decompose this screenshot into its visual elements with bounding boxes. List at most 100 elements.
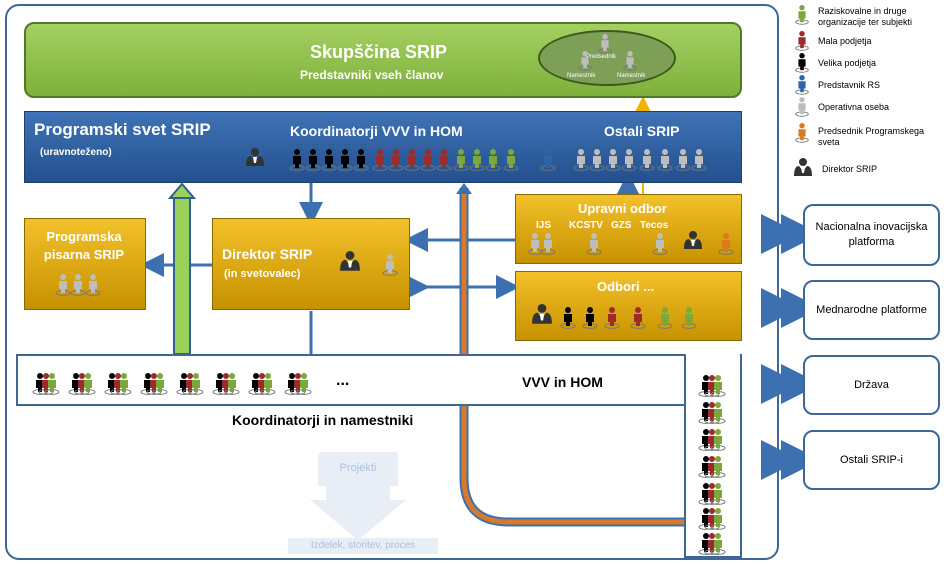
person-icon bbox=[639, 149, 655, 171]
program-office-title: Programska pisarna SRIP bbox=[43, 229, 125, 262]
legend-chair-icon bbox=[795, 123, 809, 143]
person-icon bbox=[691, 149, 707, 171]
person-icon bbox=[621, 149, 637, 171]
person-icon bbox=[305, 149, 321, 171]
oval-president-icon bbox=[598, 34, 612, 54]
director-box bbox=[212, 218, 410, 310]
director-icon bbox=[684, 231, 702, 249]
vvv-pipe-arrow bbox=[456, 183, 472, 194]
person-icon bbox=[560, 307, 576, 329]
legend-operative-icon bbox=[795, 97, 809, 117]
board-member-tecos: Tecos bbox=[640, 220, 669, 231]
person-icon bbox=[630, 307, 646, 329]
person-icon bbox=[710, 508, 726, 530]
committees-box bbox=[515, 271, 742, 341]
vvv-pipe bbox=[461, 188, 684, 525]
person-icon bbox=[152, 373, 168, 395]
program-council-title: Programski svet SRIP bbox=[34, 120, 211, 139]
person-icon bbox=[372, 149, 388, 171]
person-icon bbox=[420, 149, 436, 171]
coordinators-caption: Koordinatorji in namestniki bbox=[232, 412, 414, 428]
person-icon bbox=[116, 373, 132, 395]
person-icon bbox=[353, 149, 369, 171]
person-icon bbox=[260, 373, 276, 395]
assembly-subtitle: Predstavniki vseh članov bbox=[300, 68, 444, 82]
person-icon bbox=[70, 274, 86, 296]
person-icon bbox=[485, 149, 501, 171]
person-icon bbox=[469, 149, 485, 171]
person-icon bbox=[55, 274, 71, 296]
person-icon bbox=[503, 149, 519, 171]
program-council-other: Ostali SRIP bbox=[604, 123, 680, 139]
person-icon bbox=[188, 373, 204, 395]
person-icon bbox=[604, 307, 620, 329]
person-icon bbox=[586, 233, 602, 255]
person-icon bbox=[675, 149, 691, 171]
oval-deputy-icon bbox=[623, 51, 637, 71]
oval-president-label: Predsednik bbox=[586, 54, 617, 60]
legend-rs-icon bbox=[795, 75, 809, 95]
oval-deputy-icon bbox=[578, 51, 592, 71]
person-icon bbox=[710, 402, 726, 424]
legend-rs: Predstavnik RS bbox=[818, 80, 881, 90]
board-member-gzs: GZS bbox=[611, 220, 632, 231]
program-council-coordinators: Koordinatorji VVV in HOM bbox=[290, 123, 463, 139]
director-subtitle: (in svetovalec) bbox=[224, 268, 301, 280]
director-icon bbox=[246, 148, 264, 166]
person-icon bbox=[388, 149, 404, 171]
person-icon bbox=[573, 149, 589, 171]
oval-deputy-left-label: Namestnik bbox=[567, 73, 596, 79]
person-icon bbox=[710, 375, 726, 397]
green-arrow-head bbox=[167, 182, 197, 199]
right-box-other-srip: Ostali SRIP-i bbox=[803, 430, 940, 490]
assembly-title: Skupščina SRIP bbox=[310, 42, 448, 62]
person-icon bbox=[289, 149, 305, 171]
person-icon bbox=[605, 149, 621, 171]
result-label: Izdelek, storitev, proces bbox=[310, 540, 416, 551]
person-icon bbox=[527, 233, 543, 255]
leadership-oval bbox=[538, 30, 676, 86]
person-icon bbox=[80, 373, 96, 395]
person-icon bbox=[404, 149, 420, 171]
legend-research: Raziskovalne in druge organizacije ter s… bbox=[818, 6, 913, 27]
person-icon bbox=[718, 233, 734, 255]
committees-title: Odbori ... bbox=[597, 279, 655, 294]
person-icon bbox=[337, 149, 353, 171]
person-icon bbox=[710, 483, 726, 505]
legend-chair: Predsednik Programskega sveta bbox=[818, 126, 925, 147]
person-icon bbox=[681, 307, 697, 329]
director-icon bbox=[794, 158, 812, 176]
legend-small: Mala podjetja bbox=[818, 36, 872, 46]
person-icon bbox=[657, 149, 673, 171]
director-icon bbox=[340, 251, 360, 271]
legend-operative: Operativna oseba bbox=[818, 102, 890, 112]
person-icon bbox=[540, 149, 556, 171]
person-icon bbox=[296, 373, 312, 395]
director-title: Direktor SRIP bbox=[222, 246, 313, 262]
vvv-hom-label: VVV in HOM bbox=[522, 374, 603, 390]
person-icon bbox=[453, 149, 469, 171]
program-office-box bbox=[24, 218, 146, 310]
person-icon bbox=[657, 307, 673, 329]
person-icon bbox=[321, 149, 337, 171]
legend-large: Velika podjetja bbox=[818, 58, 877, 68]
right-box-state: Država bbox=[803, 355, 940, 415]
person-icon bbox=[652, 233, 668, 255]
legend-director: Direktor SRIP bbox=[822, 164, 878, 174]
board-box bbox=[515, 194, 742, 264]
person-icon bbox=[710, 456, 726, 478]
person-icon bbox=[589, 149, 605, 171]
projects-label: Projekti bbox=[339, 462, 377, 474]
board-member-ijs: IJS bbox=[536, 220, 552, 231]
director-icon bbox=[532, 304, 552, 324]
right-box-international-platforms: Mednarodne platforme bbox=[803, 280, 940, 340]
person-icon bbox=[382, 254, 398, 276]
program-council-box bbox=[24, 111, 742, 183]
person-icon bbox=[582, 307, 598, 329]
legend-small-icon bbox=[795, 31, 809, 51]
right-box-national-platform: Nacionalna inovacijska platforma bbox=[803, 204, 940, 266]
program-council-subtitle: (uravnoteženo) bbox=[40, 147, 112, 158]
